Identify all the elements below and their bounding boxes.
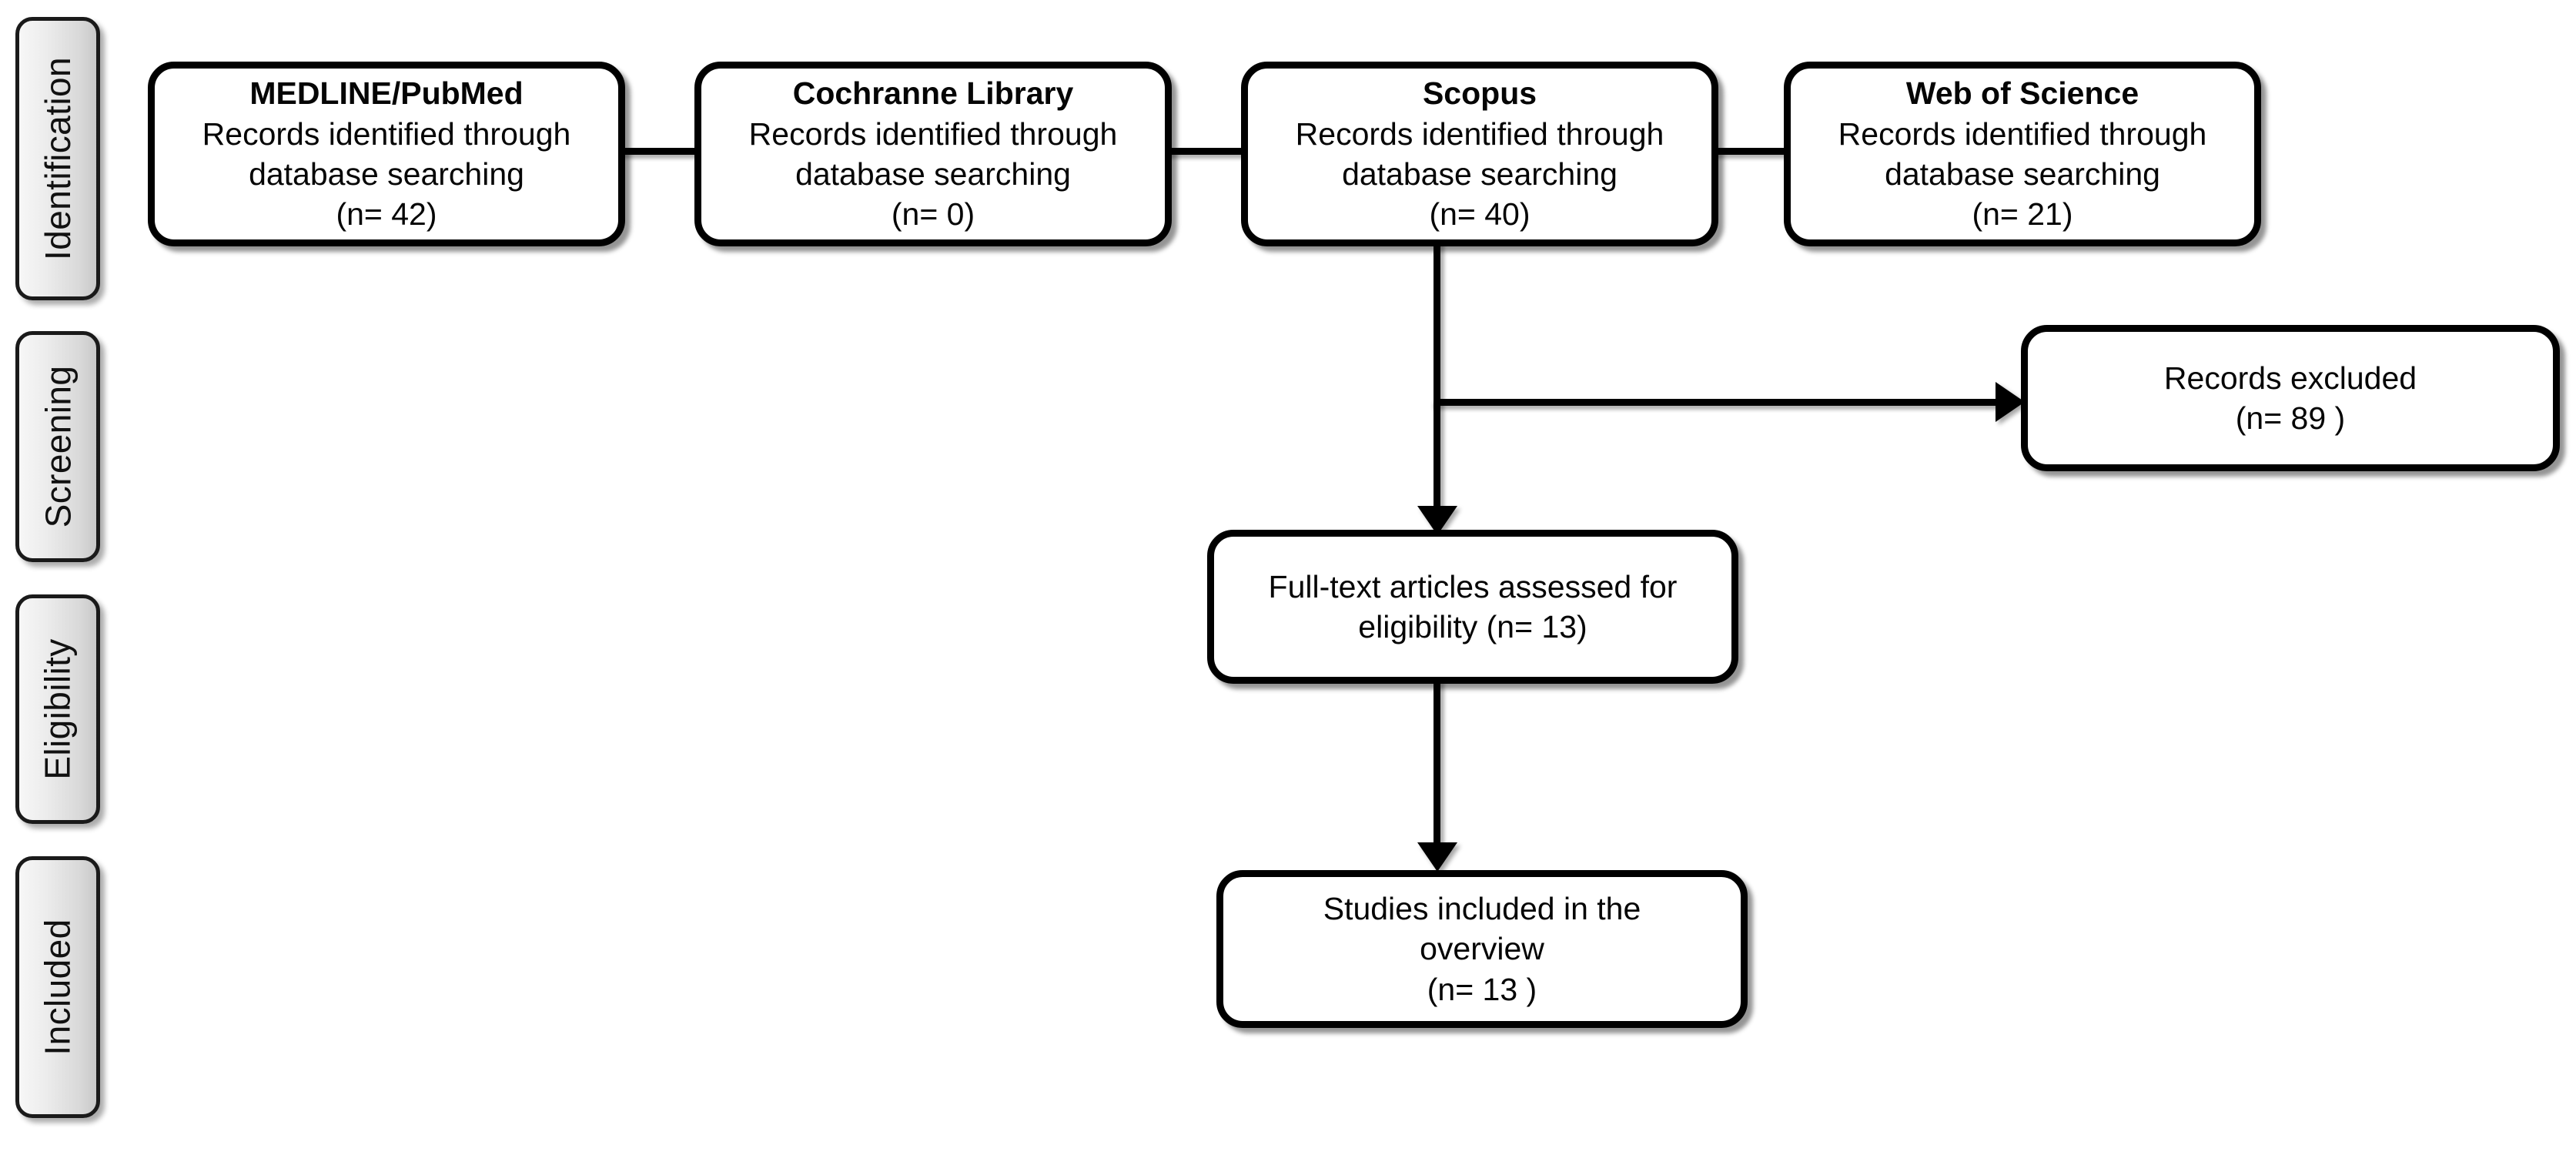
box-cochranne-library-count: (n= 0) bbox=[891, 196, 975, 233]
box-web-of-science-line2: Records identified through bbox=[1838, 116, 2207, 152]
connector-medline-to-cochrane bbox=[616, 148, 701, 155]
stage-tab-identification: Identification bbox=[15, 17, 100, 300]
box-scopus-line2: Records identified through bbox=[1295, 116, 1664, 152]
box-medline-pubmed-count: (n= 42) bbox=[336, 196, 437, 233]
box-medline-pubmed-line3: database searching bbox=[249, 156, 524, 192]
box-fulltext-articles: Full-text articles assessed for eligibil… bbox=[1207, 530, 1738, 684]
box-studies-included-line2: overview bbox=[1420, 931, 1544, 967]
box-cochranne-library: Cochranne Library Records identified thr… bbox=[694, 62, 1172, 246]
box-records-excluded-count: (n= 89 ) bbox=[2235, 400, 2346, 436]
box-fulltext-articles-line2: eligibility (n= 13) bbox=[1358, 609, 1587, 644]
stage-tab-eligibility: Eligibility bbox=[15, 594, 100, 824]
box-cochranne-library-line3: database searching bbox=[795, 156, 1071, 192]
box-web-of-science: Web of Science Records identified throug… bbox=[1784, 62, 2261, 246]
box-medline-pubmed: MEDLINE/PubMed Records identified throug… bbox=[148, 62, 625, 246]
connector-fulltext-to-included bbox=[1434, 682, 1440, 849]
box-web-of-science-title: Web of Science bbox=[1905, 75, 2139, 112]
connector-scopus-trunk-vertical bbox=[1434, 243, 1440, 512]
box-web-of-science-line3: database searching bbox=[1885, 156, 2160, 192]
stage-tab-eligibility-label: Eligibility bbox=[38, 638, 79, 780]
box-cochranne-library-line2: Records identified through bbox=[748, 116, 1118, 152]
box-records-excluded: Records excluded (n= 89 ) bbox=[2021, 325, 2560, 471]
box-cochranne-library-title: Cochranne Library bbox=[792, 75, 1074, 112]
box-scopus-line3: database searching bbox=[1342, 156, 1618, 192]
box-studies-included-line1: Studies included in the bbox=[1323, 890, 1641, 926]
stage-tab-identification-label: Identification bbox=[38, 57, 79, 260]
box-medline-pubmed-line2: Records identified through bbox=[202, 116, 571, 152]
box-records-excluded-line1: Records excluded bbox=[2163, 360, 2417, 396]
connector-scopus-to-webofscience bbox=[1705, 148, 1790, 155]
arrow-fulltext-to-included bbox=[1417, 842, 1457, 872]
box-scopus-count: (n= 40) bbox=[1429, 196, 1531, 233]
box-studies-included-count: (n= 13 ) bbox=[1427, 971, 1537, 1007]
connector-trunk-to-excluded bbox=[1434, 399, 2003, 406]
connector-cochrane-to-scopus bbox=[1163, 148, 1247, 155]
box-studies-included: Studies included in the overview (n= 13 … bbox=[1216, 870, 1748, 1028]
box-fulltext-articles-line1: Full-text articles assessed for bbox=[1268, 568, 1678, 604]
box-web-of-science-count: (n= 21) bbox=[1972, 196, 2073, 233]
stage-tab-screening: Screening bbox=[15, 331, 100, 562]
box-medline-pubmed-title: MEDLINE/PubMed bbox=[249, 75, 524, 112]
arrow-to-records-excluded bbox=[1996, 382, 2025, 422]
stage-tab-included: Included bbox=[15, 856, 100, 1118]
box-scopus-title: Scopus bbox=[1422, 75, 1537, 112]
stage-tab-included-label: Included bbox=[38, 919, 78, 1056]
box-scopus: Scopus Records identified through databa… bbox=[1241, 62, 1718, 246]
stage-tab-screening-label: Screening bbox=[38, 365, 78, 528]
